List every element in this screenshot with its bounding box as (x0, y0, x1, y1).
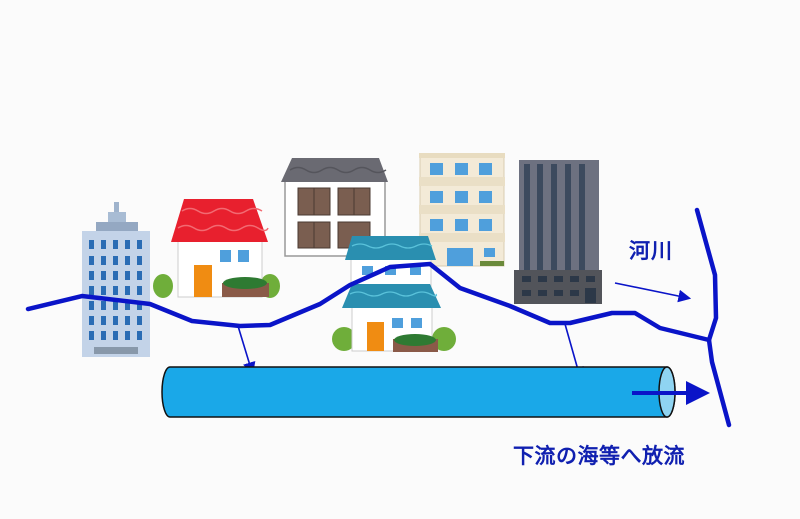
arrow-down-left (237, 325, 256, 376)
drain-pipe (161, 366, 676, 418)
apartment-beige (419, 153, 505, 267)
house-red-roof (153, 199, 280, 298)
office-tower-light-blue (82, 202, 150, 357)
river-channel (694, 207, 732, 428)
house-teal-roof (332, 236, 456, 352)
tower-dark-gray (514, 160, 602, 304)
house-gray-roof (281, 158, 388, 257)
arrow-to-river (614, 282, 692, 303)
ground-drainage-line (25, 261, 712, 343)
outflow-label: 下流の海等へ放流 (513, 444, 685, 468)
river-label: 河川 (629, 239, 673, 263)
